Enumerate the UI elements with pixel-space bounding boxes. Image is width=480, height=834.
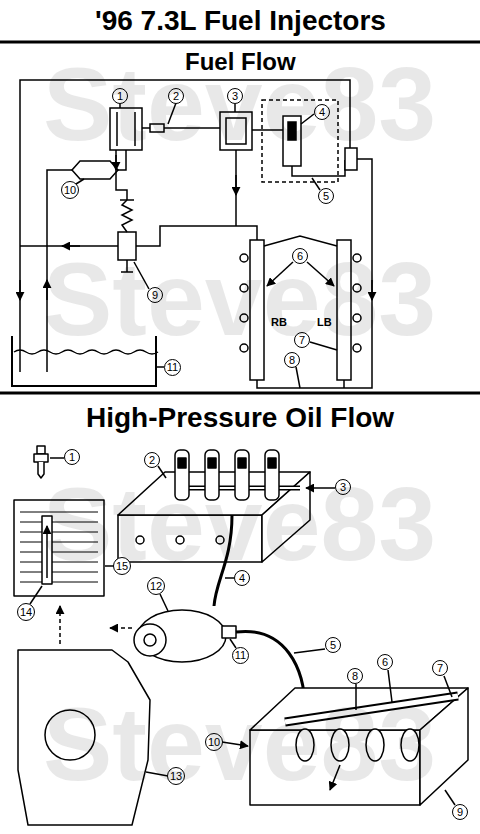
- callout-text: 5: [330, 640, 336, 651]
- callout-text: 5: [323, 191, 329, 202]
- bank-label: LB: [317, 316, 332, 329]
- callout-text: 13: [170, 771, 182, 782]
- rule-line: [0, 41, 480, 44]
- callout-text: 1: [117, 91, 123, 102]
- callout-number: 5: [325, 637, 341, 653]
- callout-text: 9: [152, 290, 158, 301]
- oil-illustration: [14, 446, 468, 825]
- rule-line: [0, 392, 480, 395]
- callout-number: 14: [17, 603, 35, 621]
- callout-number: 13: [167, 767, 185, 785]
- callout-text: 12: [150, 581, 162, 592]
- callout-text: 10: [64, 185, 76, 196]
- callout-number: 15: [113, 557, 131, 575]
- callout-text: 1: [69, 452, 75, 463]
- fuel-schematic: [12, 80, 372, 388]
- callout-text: 10: [208, 737, 220, 748]
- callout-text: 7: [437, 663, 443, 674]
- callout-text: 9: [457, 807, 463, 818]
- callout-text: 2: [149, 455, 155, 466]
- callout-number: 2: [144, 452, 160, 468]
- watermark: Steve83: [43, 465, 436, 585]
- callout-number: 4: [234, 570, 250, 586]
- callout-number: 5: [318, 188, 334, 204]
- callout-number: 9: [147, 287, 163, 303]
- callout-number: 11: [164, 359, 181, 376]
- bank-label: RB: [271, 316, 287, 329]
- callout-number: 12: [147, 577, 165, 595]
- title: '96 7.3L Fuel Injectors: [95, 5, 386, 37]
- callout-number: 6: [377, 654, 393, 670]
- callout-text: 3: [232, 91, 238, 102]
- callout-number: 7: [294, 332, 310, 348]
- callout-number: 7: [432, 660, 448, 676]
- callout-text: 4: [239, 573, 245, 584]
- callout-text: 7: [299, 335, 305, 346]
- callout-text: 8: [289, 355, 295, 366]
- callout-number: 2: [168, 88, 184, 104]
- callout-number: 10: [61, 181, 79, 199]
- callout-text: 4: [319, 107, 325, 118]
- watermark: Steve83: [43, 240, 436, 360]
- callout-number: 10: [205, 733, 223, 751]
- callout-number: 6: [292, 248, 308, 264]
- section-heading: High-Pressure Oil Flow: [86, 402, 394, 434]
- callout-text: 15: [116, 561, 128, 572]
- section-heading: Fuel Flow: [185, 48, 296, 76]
- callout-number: 4: [314, 104, 330, 120]
- watermark: Steve83: [43, 685, 436, 805]
- callout-number: 9: [452, 804, 468, 820]
- callout-text: 11: [235, 650, 246, 661]
- callout-text: 14: [20, 607, 32, 618]
- callout-text: 3: [340, 482, 346, 493]
- callout-text: 8: [352, 671, 358, 682]
- callout-number: 8: [347, 668, 363, 684]
- callout-number: 11: [232, 647, 249, 664]
- callout-text: 6: [382, 657, 388, 668]
- callout-number: 1: [112, 88, 128, 104]
- callout-text: 2: [173, 91, 179, 102]
- callout-text: 11: [167, 362, 178, 373]
- callout-number: 1: [64, 449, 80, 465]
- callout-number: 3: [335, 479, 351, 495]
- callout-text: 6: [297, 251, 303, 262]
- callout-number: 8: [284, 352, 300, 368]
- callout-number: 3: [227, 88, 243, 104]
